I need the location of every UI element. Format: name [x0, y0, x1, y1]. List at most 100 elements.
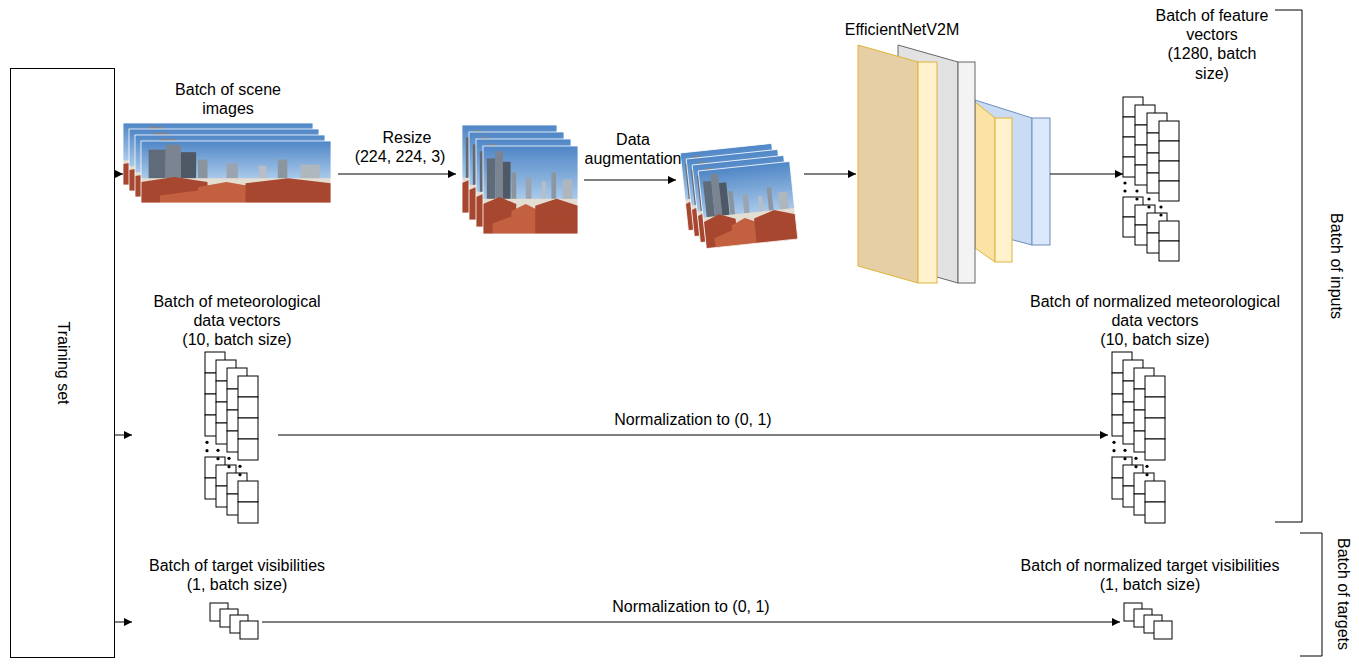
- scene-image: [141, 141, 331, 203]
- image-frame: [698, 161, 798, 248]
- ellipsis-dot: [1147, 197, 1150, 200]
- layer-front: [995, 118, 1012, 262]
- roof: [493, 216, 531, 234]
- ellipsis-dot: [238, 473, 241, 476]
- heading-text: EfficientNetV2M: [812, 20, 992, 39]
- inputs-bracket: [1275, 10, 1302, 522]
- bracket-label: Batch of targets: [1333, 538, 1352, 650]
- vector-cell: [240, 621, 258, 639]
- vector-cell: [1159, 121, 1179, 141]
- flow-arrow: [262, 622, 1120, 623]
- dimension-text: (10, batch size): [142, 330, 332, 349]
- network-block: EfficientNetV2M: [858, 45, 1050, 283]
- flow-arrow: [115, 622, 132, 623]
- box-label: Training set: [54, 322, 72, 405]
- batch-heading: Batch of feature vectors(1280, batch siz…: [1150, 6, 1274, 83]
- image-frame: [483, 146, 578, 234]
- data-batch: Batch of meteorological data vectors(10,…: [132, 352, 278, 523]
- scene-image: [698, 161, 798, 248]
- vector-cell: [1145, 376, 1165, 397]
- data-vector: [240, 621, 258, 639]
- roof: [760, 225, 798, 243]
- dimension-text: (10, batch size): [1020, 330, 1290, 349]
- flow-arrow: [804, 174, 856, 175]
- sky: [141, 141, 331, 203]
- layer-front: [1032, 118, 1050, 245]
- building: [551, 172, 556, 203]
- data-batch: Batch of normalized target visibilities(…: [1120, 600, 1180, 642]
- building: [278, 160, 288, 182]
- ellipsis-dot: [238, 465, 241, 468]
- ellipsis-dot: [1145, 473, 1148, 476]
- image-frame: [141, 141, 331, 203]
- ellipsis-dot: [205, 449, 208, 452]
- vector-cell: [238, 418, 258, 439]
- ellipsis-dot: [1123, 189, 1126, 192]
- vector-cell: [238, 439, 258, 460]
- edge-label: Normalization to (0, 1): [609, 597, 772, 616]
- vector-cell: [1159, 141, 1179, 161]
- scene-image: [483, 146, 578, 234]
- data-batch: Batch of normalized meteorological data …: [1108, 352, 1180, 523]
- batch-heading: Batch of scene images: [167, 80, 289, 118]
- ellipsis-dot: [227, 457, 230, 460]
- layer-front: [918, 62, 937, 283]
- sky: [698, 161, 798, 248]
- flow-arrow: [584, 180, 676, 181]
- heading-text: Batch of normalized meteorological data …: [1020, 292, 1290, 330]
- network-layer: [975, 102, 1012, 262]
- edge-label: Normalization to (0, 1): [611, 410, 774, 429]
- flow-arrow: [115, 174, 123, 175]
- flow-arrow: [115, 435, 132, 436]
- layer-side: [975, 102, 995, 262]
- ellipsis-dot: [1123, 181, 1126, 184]
- flow-arrow: [278, 435, 1108, 436]
- batch-heading: EfficientNetV2M: [812, 20, 992, 39]
- layer-side: [858, 45, 918, 283]
- vector-cell: [1159, 181, 1179, 201]
- flow-arrow: [1050, 174, 1123, 175]
- batch-heading: Batch of target visibilities(1, batch si…: [122, 556, 352, 594]
- dimension-text: (1, batch size): [1000, 575, 1300, 594]
- targets-bracket: [1300, 533, 1322, 656]
- roof: [535, 199, 578, 234]
- network-layer: [858, 45, 937, 283]
- vector-cell: [1145, 481, 1165, 502]
- heading-text: Batch of scene images: [167, 80, 289, 118]
- ellipsis-dot: [205, 441, 208, 444]
- dataset-box: Training set: [10, 68, 115, 658]
- ellipsis-dot: [1147, 205, 1150, 208]
- ellipsis-dot: [1145, 465, 1148, 468]
- step-label: Data augmentation: [578, 130, 688, 168]
- ellipsis-dot: [1135, 189, 1138, 192]
- dimension-text: (1, batch size): [122, 575, 352, 594]
- data-vector: [238, 376, 258, 523]
- vector-cell: [238, 502, 258, 523]
- batch-heading: Batch of normalized meteorological data …: [1020, 292, 1290, 350]
- ellipsis-dot: [1159, 205, 1162, 208]
- step-label: Resize (224, 224, 3): [354, 128, 446, 166]
- ellipsis-dot: [216, 449, 219, 452]
- data-vector: [1154, 621, 1172, 639]
- roof: [246, 178, 332, 203]
- data-vector: [1145, 376, 1165, 523]
- ellipsis-dot: [1134, 457, 1137, 460]
- vector-cell: [1159, 161, 1179, 181]
- vector-cell: [1145, 502, 1165, 523]
- sky: [483, 146, 578, 234]
- roof: [540, 218, 578, 234]
- ellipsis-dot: [1123, 449, 1126, 452]
- dimension-text: (1280, batch size): [1150, 44, 1274, 82]
- roof: [160, 191, 236, 203]
- ellipsis-dot: [1112, 441, 1115, 444]
- data-batch: Batch of target visibilities(1, batch si…: [132, 600, 262, 642]
- layer-front: [958, 62, 975, 283]
- data-batch: Batch of scene images: [123, 123, 335, 207]
- bracket-label: Batch of inputs: [1326, 213, 1345, 319]
- heading-text: Batch of feature vectors: [1150, 6, 1274, 44]
- vector-cell: [238, 481, 258, 502]
- roof: [753, 208, 797, 243]
- batch-heading: Batch of normalized target visibilities(…: [1000, 556, 1300, 594]
